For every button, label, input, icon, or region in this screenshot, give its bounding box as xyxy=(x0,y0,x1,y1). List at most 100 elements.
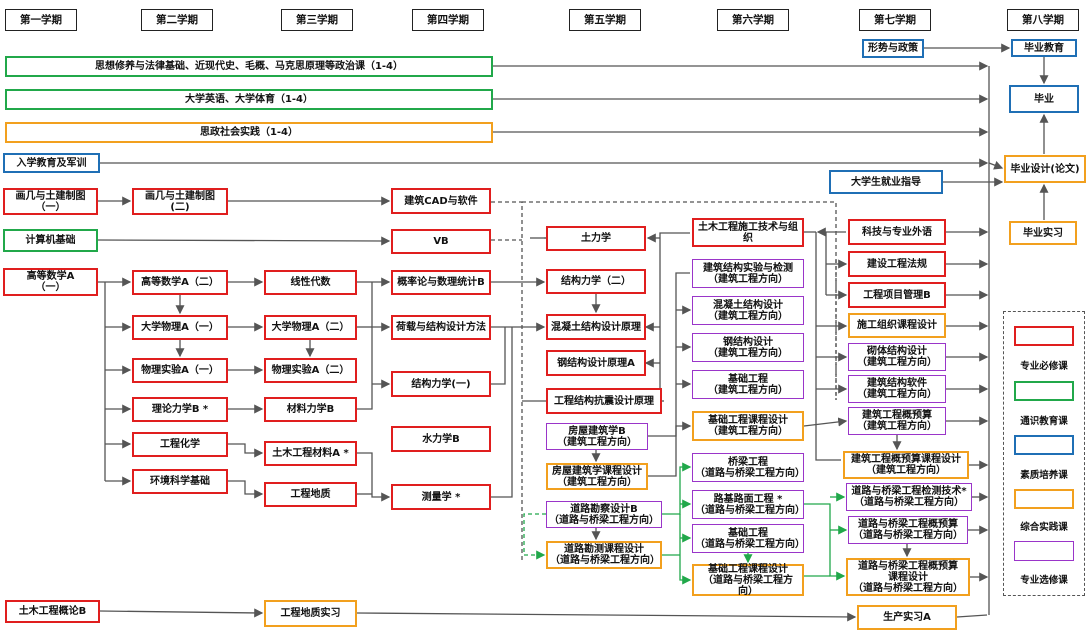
course-seismic: 工程结构抗震设计原理 xyxy=(546,388,662,414)
course-linear: 线性代数 xyxy=(264,270,357,295)
course-house-cd: 房屋建筑学课程设计 （建筑工程方向） xyxy=(546,463,648,490)
legend-label-required: 专业必修课 xyxy=(1020,361,1068,372)
course-draw-2: 画几与土建制图 (二) xyxy=(132,188,228,215)
course-survey: 测量学 * xyxy=(391,484,491,510)
connector-61 xyxy=(675,272,690,436)
course-intern: 毕业实习 xyxy=(1009,221,1077,245)
course-road-budget: 道路与桥梁工程概预算 （道路与桥梁工程方向） xyxy=(848,516,968,544)
course-thesis: 毕业设计(论文) xyxy=(1004,155,1086,183)
semester-1-header: 第一学期 xyxy=(5,9,77,31)
course-struct-2: 结构力学（二） xyxy=(546,269,646,294)
course-vb: VB xyxy=(391,229,491,254)
course-civil-mat: 土木工程材料A * xyxy=(264,441,357,466)
course-mgmt: 工程项目管理B xyxy=(848,282,946,308)
semester-5-header: 第五学期 xyxy=(569,9,641,31)
course-math-2: 高等数学A（二） xyxy=(132,270,228,295)
course-computer: 计算机基础 xyxy=(3,229,98,252)
legend-label-practice: 综合实践课 xyxy=(1020,522,1068,533)
legend-label-quality: 素质培养课 xyxy=(1020,470,1068,481)
course-struct-1: 结构力学(一) xyxy=(391,371,491,397)
course-prod-intern: 生产实习A xyxy=(857,605,957,630)
course-construction: 土木工程施工技术与组 织 xyxy=(692,218,804,247)
course-english-pe: 大学英语、大学体育（1-4） xyxy=(5,89,493,110)
course-masonry: 砌体结构设计 （建筑工程方向） xyxy=(848,343,946,371)
legend-swatch-elective xyxy=(1014,541,1074,561)
course-foundation-cd: 基础工程课程设计 （建筑工程方向） xyxy=(692,411,804,441)
course-career: 大学生就业指导 xyxy=(829,170,943,194)
semester-7-header: 第七学期 xyxy=(859,9,931,31)
connector-64 xyxy=(648,436,677,477)
legend-label-general: 通识教育课 xyxy=(1020,416,1068,427)
course-draw-1: 画几与土建制图 （一） xyxy=(3,188,98,215)
course-prob: 概率论与数理统计B xyxy=(391,270,491,295)
course-road-test: 道路与桥梁工程检测技术* （道路与桥梁工程方向） xyxy=(846,483,972,511)
course-phys-1: 大学物理A（一） xyxy=(132,315,228,340)
course-bridge: 桥梁工程 （道路与桥梁工程方向） xyxy=(692,453,805,482)
course-concrete-d: 混凝土结构设计 （建筑工程方向） xyxy=(692,296,804,325)
connector-59 xyxy=(648,421,692,437)
legend-swatch-practice xyxy=(1014,489,1074,509)
connector-29 xyxy=(228,443,264,458)
semester-4-header: 第四学期 xyxy=(412,9,484,31)
course-soil: 土力学 xyxy=(546,226,646,251)
semester-3-header: 第三学期 xyxy=(281,9,353,31)
course-load: 荷载与结构设计方法 xyxy=(391,315,491,340)
course-house-b: 房屋建筑学B （建筑工程方向） xyxy=(546,423,648,450)
course-foundation-r: 基础工程 （道路与桥梁工程方向） xyxy=(692,524,805,553)
legend-swatch-quality xyxy=(1014,435,1074,455)
connector-65 xyxy=(662,462,692,515)
course-geo-intern: 工程地质实习 xyxy=(264,600,357,627)
course-steel-d: 钢结构设计 （建筑工程方向） xyxy=(692,333,804,362)
course-pavement: 路基路面工程 * （道路与桥梁工程方向） xyxy=(692,490,805,519)
course-cad: 建筑CAD与软件 xyxy=(391,188,491,214)
connector-37 xyxy=(357,452,391,502)
connector-40 xyxy=(356,612,857,622)
course-road-survey-cd: 道路勘测课程设计 （道路与桥梁工程方向） xyxy=(546,541,662,569)
connector-72 xyxy=(804,503,846,581)
legend-swatch-general xyxy=(1014,381,1074,401)
connector-68 xyxy=(679,514,692,585)
course-phys-2: 大学物理A（二） xyxy=(264,315,357,340)
course-env: 环境科学基础 xyxy=(132,469,228,494)
course-math-1: 高等数学A （一） xyxy=(3,268,98,296)
course-sci-eng: 科技与专业外语 xyxy=(848,219,946,245)
course-law: 建设工程法规 xyxy=(848,251,946,277)
connector-85 xyxy=(803,417,848,427)
course-material-mech: 材料力学B xyxy=(264,397,357,422)
course-theory: 理论力学B * xyxy=(132,397,228,422)
connector-30 xyxy=(228,480,264,499)
legend-label-elective: 专业选修课 xyxy=(1020,575,1068,586)
course-practice: 思政社会实践（1-4） xyxy=(5,122,493,143)
connector-54 xyxy=(659,232,690,238)
course-exp-test: 建筑结构实验与检测 （建筑工程方向） xyxy=(692,259,804,288)
course-foundation-r-cd: 基础工程课程设计 （道路与桥梁工程方向） xyxy=(692,564,804,597)
connector-12 xyxy=(956,614,988,618)
course-situation: 形势与政策 xyxy=(862,39,924,58)
course-budget-cd: 建筑工程概预算课程设计 （建筑工程方向） xyxy=(843,451,969,479)
course-road-budget-cd: 道路与桥梁工程概预算 课程设计 （道路与桥梁工程方向） xyxy=(846,558,970,596)
course-budget: 建筑工程概预算 （建筑工程方向） xyxy=(848,407,946,435)
connector-39 xyxy=(99,608,264,618)
course-software: 建筑结构软件 （建筑工程方向） xyxy=(848,375,946,403)
connector-15 xyxy=(97,236,391,246)
course-concrete-p: 混凝土结构设计原理 xyxy=(546,314,646,340)
connector-46 xyxy=(491,201,523,560)
legend-swatch-required xyxy=(1014,326,1074,346)
course-graduate: 毕业 xyxy=(1009,85,1079,113)
course-intro: 土木工程概论B xyxy=(5,600,100,623)
course-geology: 工程地质 xyxy=(264,482,357,507)
course-lab-1: 物理实验A（一） xyxy=(132,358,228,383)
course-military: 入学教育及军训 xyxy=(3,153,100,173)
semester-6-header: 第六学期 xyxy=(717,9,789,31)
legend-panel xyxy=(1003,311,1085,596)
course-grad-edu: 毕业教育 xyxy=(1011,39,1077,57)
connector-69 xyxy=(523,513,546,560)
course-politics: 思想修养与法律基础、近现代史、毛概、马克思原理等政治课（1-4） xyxy=(5,56,493,77)
course-const-cd: 施工组织课程设计 xyxy=(848,313,946,338)
connector-6 xyxy=(988,160,1004,170)
connector-43 xyxy=(491,327,506,385)
connector-44 xyxy=(491,327,513,498)
semester-8-header: 第八学期 xyxy=(1007,9,1079,31)
course-chem: 工程化学 xyxy=(132,432,228,457)
connector-33 xyxy=(357,282,373,410)
